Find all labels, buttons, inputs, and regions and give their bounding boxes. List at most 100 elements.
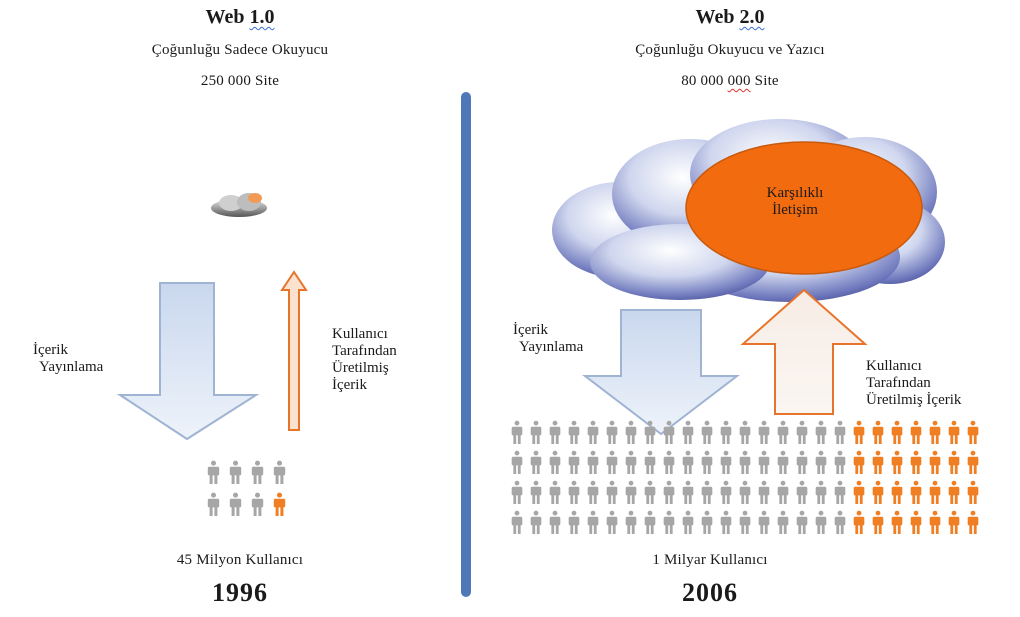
person-icon [891,420,903,444]
person-icon [530,480,542,504]
person-icon [948,480,960,504]
person-icon [834,480,846,504]
content-publish-arrow [116,282,260,441]
person-icon [663,510,675,534]
person-icon [910,420,922,444]
person-icon [796,450,808,474]
person-icon [720,420,732,444]
mutual-communication-circle [685,141,923,275]
person-icon [834,420,846,444]
web2-users: 1 Milyar Kullanıcı [652,552,768,568]
person-icon [511,450,523,474]
person-icon [682,420,694,444]
web1-user-content-label: Kullanıcı Tarafından Üretilmiş İçerik [332,326,397,393]
person-icon [530,450,542,474]
person-icon [929,420,941,444]
person-icon [891,450,903,474]
person-icon [777,510,789,534]
person-icon [682,510,694,534]
person-icon [967,450,979,474]
person-icon [739,420,751,444]
person-icon [229,492,242,516]
person-icon [568,420,580,444]
person-icon [739,450,751,474]
person-icon [530,510,542,534]
person-icon [853,420,865,444]
person-icon [815,450,827,474]
web2-site-count: 80 000 000 Site [681,73,779,89]
person-icon [853,480,865,504]
person-icon [872,510,884,534]
person-icon [511,480,523,504]
person-icon [891,510,903,534]
person-icon [568,510,580,534]
person-icon [606,420,618,444]
web1-site-count: 250 000 Site [200,73,280,89]
web2-user-content-label: Kullanıcı Tarafından Üretilmiş İçerik [866,358,962,408]
web2-year: 2006 [682,578,738,607]
person-icon [891,480,903,504]
person-icon [682,450,694,474]
person-icon [251,492,264,516]
divider-line [461,92,471,597]
person-icon [207,460,220,484]
person-icon [796,480,808,504]
person-icon [701,510,713,534]
web2-title: Web 2.0 [695,6,765,28]
person-icon [777,450,789,474]
person-icon [910,510,922,534]
person-icon [587,450,599,474]
person-icon [625,510,637,534]
person-icon [568,450,580,474]
person-icon [701,480,713,504]
person-icon [720,450,732,474]
person-icon [625,480,637,504]
person-icon [758,480,770,504]
person-icon [834,450,846,474]
person-icon [663,480,675,504]
person-icon [796,510,808,534]
person-icon [701,420,713,444]
person-icon [644,450,656,474]
person-icon [625,450,637,474]
person-icon [853,450,865,474]
person-icon [758,420,770,444]
web1-publish-label: İçerik Yayınlama [33,342,104,375]
web2-publish-label: İçerik Yayınlama [513,322,584,355]
web1-people-group [207,460,286,516]
person-icon [663,420,675,444]
web1-year: 1996 [212,578,268,607]
person-icon [910,450,922,474]
person-icon [606,450,618,474]
web1-title: Web 1.0 [205,6,275,28]
person-icon [872,420,884,444]
person-icon [777,420,789,444]
person-icon [739,480,751,504]
person-icon [929,450,941,474]
person-icon [739,510,751,534]
person-icon [815,480,827,504]
web2-subtitle: Çoğunluğu Okuyucu ve Yazıcı [635,42,825,58]
person-icon [625,420,637,444]
web1-users: 45 Milyon Kullanıcı [176,552,304,568]
person-icon [720,480,732,504]
person-icon [815,420,827,444]
person-icon [663,450,675,474]
person-icon [511,420,523,444]
person-icon [853,510,865,534]
person-icon [967,480,979,504]
person-icon [967,420,979,444]
person-icon [549,450,561,474]
person-icon [910,480,922,504]
person-icon [796,420,808,444]
person-icon [682,480,694,504]
person-icon [549,480,561,504]
person-icon [948,450,960,474]
user-content-arrow [280,270,308,431]
person-icon [948,510,960,534]
person-icon [587,480,599,504]
mutual-communication-label: Karşılıklı İletişim [766,185,824,218]
person-icon [644,480,656,504]
person-icon [777,480,789,504]
person-icon [929,480,941,504]
